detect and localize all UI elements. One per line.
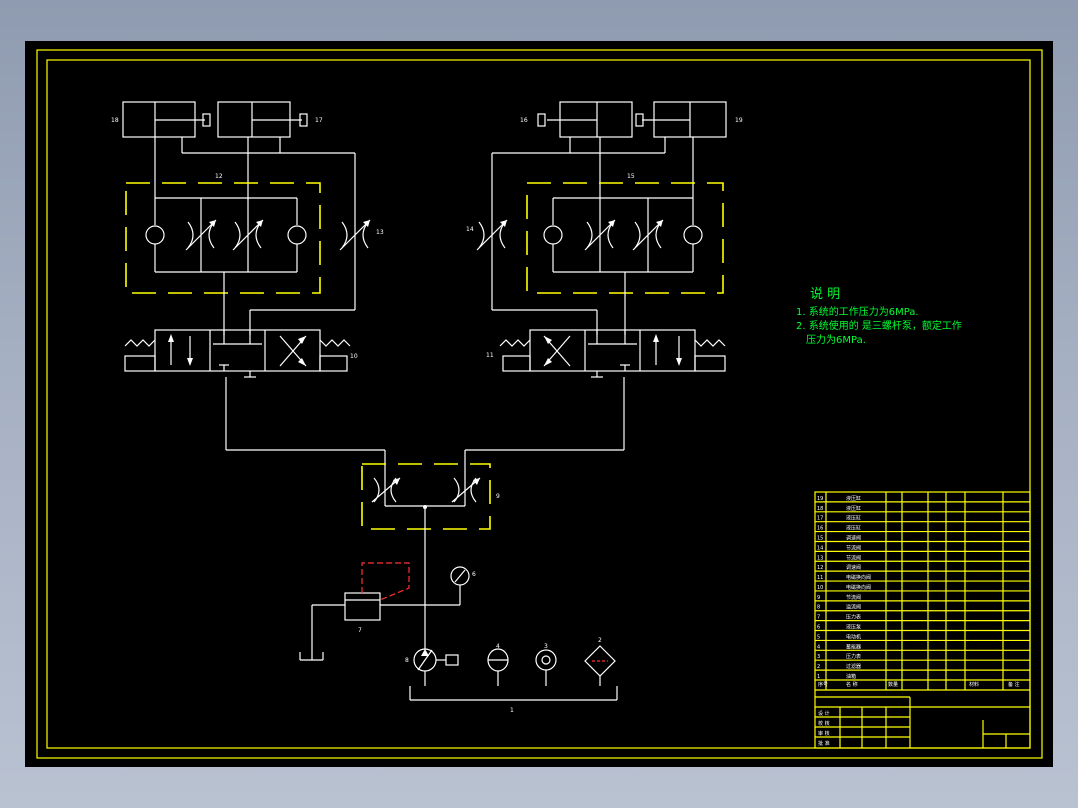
- cylinder-18: [122, 101, 211, 138]
- tb-row-name: 液压缸: [846, 525, 861, 532]
- tb-row-no: 15: [817, 535, 823, 541]
- left-cylinder-pipes: [154, 137, 356, 335]
- throttle-13: [339, 219, 371, 251]
- tb-row-name: 蓄能器: [846, 643, 861, 650]
- directional-valve-10: [124, 329, 351, 378]
- tb-row-no: 6: [817, 625, 820, 631]
- tb-row-no: 8: [817, 605, 820, 611]
- tb-row-name: 压力表: [846, 653, 861, 660]
- label-19: 19: [735, 117, 743, 124]
- tb-row-name: 压力表: [846, 614, 861, 621]
- notes-line-2: 2. 系统使用的 是三螺杆泵，额定工作: [796, 319, 962, 332]
- tb-row-no: 19: [817, 496, 823, 502]
- tb-row-no: 17: [817, 516, 823, 522]
- tb-row-name: 油箱: [846, 673, 856, 680]
- tb-row-no: 11: [817, 575, 823, 581]
- tb-header-no: 序号: [818, 681, 828, 688]
- label-18: 18: [111, 117, 119, 124]
- inner-frame: [46, 59, 1031, 749]
- pressure-gauge-6: [380, 566, 470, 606]
- tb-row-name: 溢流阀: [846, 604, 861, 611]
- label-17: 17: [315, 117, 323, 124]
- tb-row-name: 液压缸: [846, 505, 861, 512]
- notes-title: 说 明: [810, 287, 840, 302]
- tb-row-no: 13: [817, 555, 823, 561]
- cylinder-17: [217, 101, 308, 138]
- label-16: 16: [520, 117, 528, 124]
- label-4: 4: [496, 643, 500, 650]
- tb-header-remark: 备 注: [1008, 681, 1020, 688]
- tb-row-no: 10: [817, 585, 823, 591]
- throttle-14: [476, 219, 508, 251]
- tb-row-no: 16: [817, 526, 823, 532]
- tb-row-name: 节流阀: [846, 544, 861, 551]
- throttle-block-internals: [371, 475, 481, 650]
- accumulator-4: [487, 648, 509, 686]
- tb-row-name: 液压缸: [846, 515, 861, 522]
- tb-header-name: 名 称: [846, 681, 858, 688]
- right-block-internals: [543, 197, 703, 335]
- tb-row-no: 7: [817, 615, 820, 621]
- tb-row-no: 5: [817, 634, 820, 640]
- tb-row-name: 电磁换向阀: [846, 584, 871, 591]
- label-9: 9: [496, 493, 500, 500]
- notes-line-1: 1. 系统的工作压力为6MPa.: [796, 305, 919, 318]
- tb-row-no: 4: [817, 644, 820, 650]
- tb-row-no: 1: [817, 674, 820, 680]
- directional-valve-11: [499, 329, 726, 378]
- tb-row-no: 12: [817, 565, 823, 571]
- tb-header-mat: 材料: [969, 681, 979, 688]
- relief-valve-7: [299, 562, 410, 661]
- tb-row-name: 电动机: [846, 633, 861, 640]
- tb-row-name: 调速阀: [846, 564, 861, 571]
- tb-header-qty: 数量: [888, 681, 898, 688]
- cylinder-19: [635, 101, 727, 138]
- supply-lines: [225, 377, 625, 475]
- outer-frame: [36, 49, 1043, 759]
- throttle-block-9: [361, 463, 491, 530]
- tb-row-no: 9: [817, 595, 820, 601]
- tb-row-name: 节流阀: [846, 554, 861, 561]
- label-10: 10: [350, 353, 358, 360]
- label-2: 2: [598, 637, 602, 644]
- label-1: 1: [510, 707, 514, 714]
- label-8: 8: [405, 657, 409, 664]
- left-valve-block-12: [125, 182, 321, 294]
- pump-8: [413, 648, 459, 686]
- tank-1: [409, 686, 618, 701]
- tb-row-name: 节流阀: [846, 594, 861, 601]
- label-15: 15: [627, 173, 635, 180]
- tb-row-name: 调速阀: [846, 534, 861, 541]
- cylinder-16: [537, 101, 633, 138]
- tb-sign-1: 设 计: [818, 710, 830, 717]
- label-13: 13: [376, 229, 384, 236]
- left-block-internals: [145, 197, 307, 335]
- tb-row-name: 液压缸: [846, 495, 861, 502]
- label-7: 7: [358, 627, 362, 634]
- drawing-sheet: [25, 41, 1053, 767]
- right-cylinder-pipes: [491, 137, 694, 335]
- tb-sign-2: 校 核: [818, 720, 830, 727]
- label-6: 6: [472, 571, 476, 578]
- tb-row-name: 电磁换向阀: [846, 574, 871, 581]
- label-11: 11: [486, 352, 494, 359]
- gauge-3: [535, 649, 557, 686]
- tb-row-name: 液压泵: [846, 624, 861, 631]
- tb-row-no: 18: [817, 506, 823, 512]
- tb-row-no: 3: [817, 654, 820, 660]
- label-3: 3: [544, 643, 548, 650]
- filter-2: [584, 645, 616, 686]
- tb-sign-3: 审 核: [818, 730, 830, 737]
- tb-row-no: 14: [817, 545, 823, 551]
- notes-line-3: 压力为6MPa.: [806, 333, 866, 346]
- tb-sign-4: 批 准: [818, 740, 830, 747]
- label-14: 14: [466, 226, 474, 233]
- label-12: 12: [215, 173, 223, 180]
- tb-row-no: 2: [817, 664, 820, 670]
- tb-row-name: 过滤器: [846, 663, 861, 670]
